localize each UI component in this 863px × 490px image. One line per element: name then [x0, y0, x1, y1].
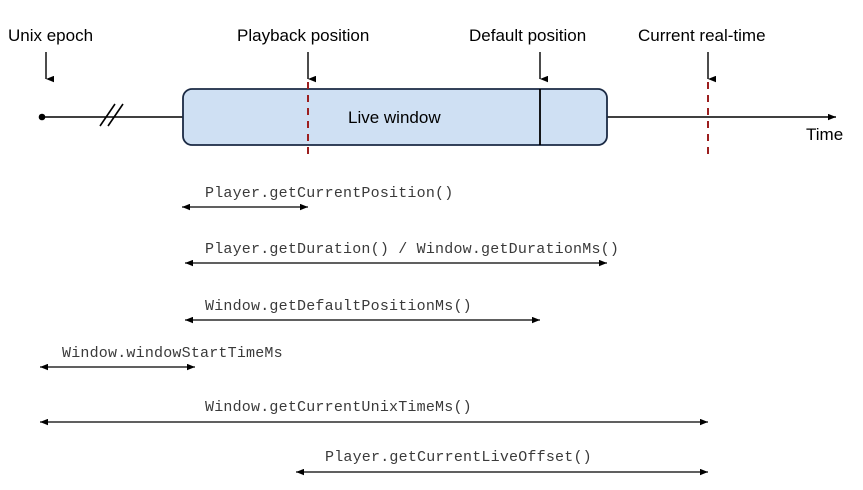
live-window-box: Live window: [182, 88, 608, 146]
measure-player-get-current-live-offset: Player.getCurrentLiveOffset(): [296, 449, 708, 476]
marker-current-real-time: Current real-time: [638, 26, 766, 83]
measure-window-get-current-unix-time-ms: Window.getCurrentUnixTimeMs(): [40, 399, 708, 426]
marker-default-position: Default position: [469, 26, 586, 83]
measure-label-player-get-current-position: Player.getCurrentPosition(): [205, 185, 453, 202]
measure-player-get-duration: Player.getDuration() / Window.getDuratio…: [185, 241, 619, 267]
measure-label-player-get-current-live-offset: Player.getCurrentLiveOffset(): [325, 449, 592, 466]
marker-label-unix-epoch: Unix epoch: [8, 26, 93, 45]
marker-label-current-real-time: Current real-time: [638, 26, 766, 45]
measure-window-get-default-position-ms: Window.getDefaultPositionMs(): [185, 298, 540, 324]
measure-window-window-start-time-ms: Window.windowStartTimeMs: [40, 345, 283, 371]
live-window-rect: [182, 88, 608, 146]
marker-label-playback-position: Playback position: [237, 26, 369, 45]
marker-unix-epoch: Unix epoch: [8, 26, 93, 83]
timeline-axis: Time: [38, 103, 843, 144]
live-window-label: Live window: [348, 108, 441, 127]
timeline-break-icon: [99, 103, 124, 127]
measure-label-window-get-default-position-ms: Window.getDefaultPositionMs(): [205, 298, 472, 315]
measure-label-window-window-start-time-ms: Window.windowStartTimeMs: [62, 345, 283, 362]
marker-playback-position: Playback position: [237, 26, 369, 83]
axis-label-time: Time: [806, 125, 843, 144]
measure-label-player-get-duration: Player.getDuration() / Window.getDuratio…: [205, 241, 619, 258]
measure-label-window-get-current-unix-time-ms: Window.getCurrentUnixTimeMs(): [205, 399, 472, 416]
marker-label-default-position: Default position: [469, 26, 586, 45]
measure-player-get-current-position: Player.getCurrentPosition(): [182, 185, 453, 211]
